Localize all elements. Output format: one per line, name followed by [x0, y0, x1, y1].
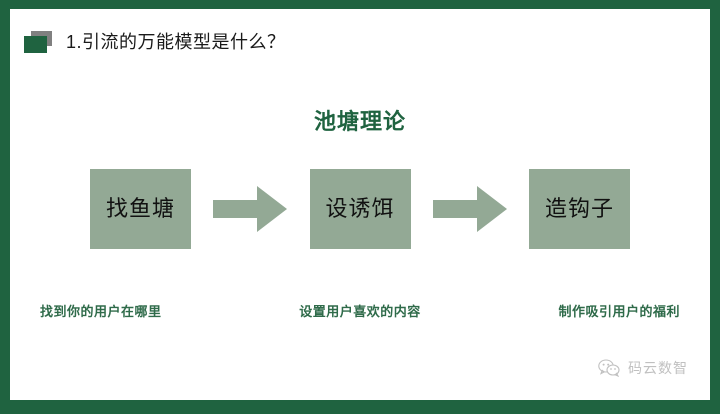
flow-step-caption-1: 找到你的用户在哪里: [40, 304, 162, 319]
flow-step-caption-2: 设置用户喜欢的内容: [299, 304, 421, 319]
page-title: 1.引流的万能模型是什么？: [66, 32, 286, 52]
flow-captions: 找到你的用户在哪里 设置用户喜欢的内容 制作吸引用户的福利: [40, 301, 680, 320]
flow-step-label-1: 找鱼塘: [105, 196, 175, 221]
flow-step-box-1[interactable]: 找鱼塘: [90, 169, 191, 249]
flow-step-box-3[interactable]: 造钩子: [529, 169, 630, 249]
square-bullet-fill: [24, 36, 47, 53]
frame-border-right: [710, 0, 720, 414]
frame-border-bottom: [0, 400, 720, 414]
watermark-text: 码云数智: [628, 360, 688, 376]
arrow-right-icon-2: [432, 186, 507, 232]
flow-diagram: 找鱼塘 设诱饵 造钩子: [90, 169, 630, 249]
section-title: 池塘理论: [313, 109, 406, 134]
frame-border-top: [0, 0, 720, 9]
flow-step-label-3: 造钩子: [544, 196, 614, 221]
slide-content-area: 1.引流的万能模型是什么？ 池塘理论 找鱼塘 设诱饵: [10, 9, 710, 400]
flow-step-label-2: 设诱饵: [325, 196, 395, 221]
square-bullet-icon: [24, 31, 54, 53]
arrow-right-icon-1: [213, 186, 288, 232]
frame-border-left: [0, 0, 10, 414]
watermark: 码云数智: [598, 358, 688, 378]
wechat-icon: [598, 359, 620, 377]
slide-header: 1.引流的万能模型是什么？: [24, 31, 286, 53]
flow-step-caption-3: 制作吸引用户的福利: [558, 304, 680, 319]
flow-step-box-2[interactable]: 设诱饵: [309, 169, 411, 249]
